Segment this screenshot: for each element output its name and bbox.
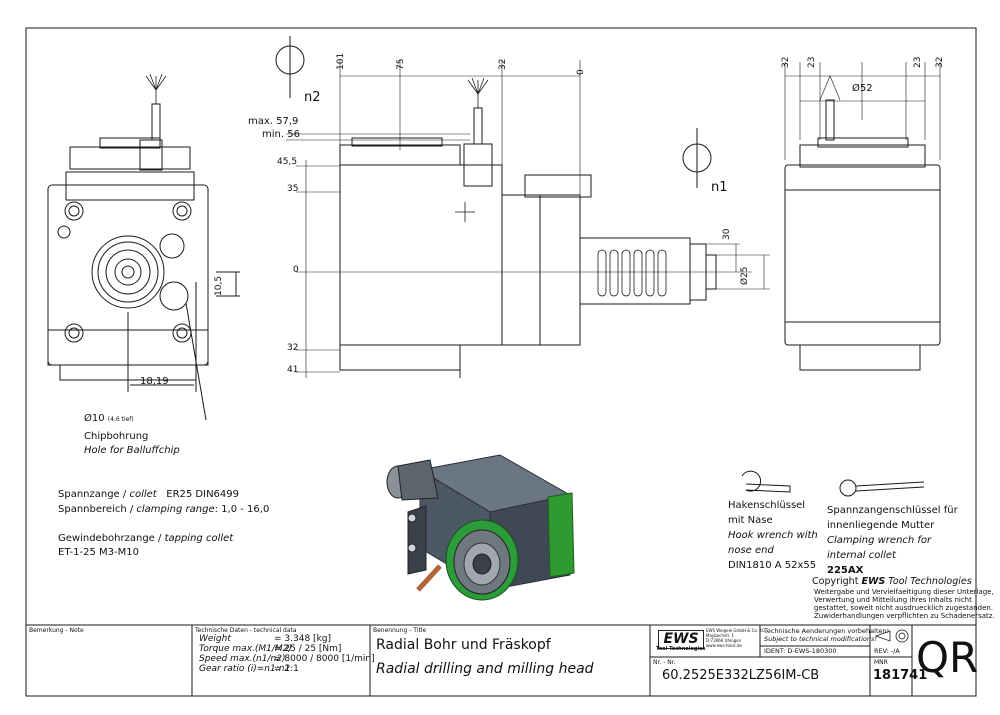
wrench2-en2: internal collet bbox=[827, 550, 896, 561]
torque-value: = 25 / 25 [Nm] bbox=[274, 644, 342, 654]
mnr-label: MNR bbox=[874, 659, 888, 666]
nr-label: Nr. - Nr. bbox=[653, 659, 676, 666]
ratio-value: = 1:1 bbox=[274, 664, 299, 674]
copyright-l4: Zuwiderhandlungen verpflichten zu Schade… bbox=[814, 612, 995, 620]
wrench1-de2: mit Nase bbox=[728, 515, 773, 526]
tech-data-label: Technische Daten - technical data bbox=[195, 627, 297, 634]
torque-label: Torque max.(M1/M2) bbox=[199, 644, 292, 654]
chip-hole-en: Hole for Balluffchip bbox=[84, 445, 180, 456]
side-view bbox=[339, 107, 717, 378]
mnr-value: 181741 bbox=[873, 668, 928, 683]
rdim-d52: Ø52 bbox=[852, 83, 873, 94]
sheet-border bbox=[25, 27, 977, 697]
rev: REV: -/A bbox=[874, 647, 900, 655]
weight-value: = 3.348 [kg] bbox=[274, 634, 331, 644]
product-render-3d bbox=[386, 454, 575, 601]
wrench2-de1: Spannzangenschlüssel für bbox=[827, 505, 958, 516]
spec-tapping: Gewindebohrzange / tapping collet bbox=[58, 533, 234, 544]
company-line-1: EWS Weigele GmbH & Co. KG bbox=[706, 628, 766, 633]
wrench1-code: DIN1810 A 52x55 bbox=[728, 560, 817, 571]
wrench1-en2: nose end bbox=[728, 545, 774, 556]
ews-logo-sub: Tool Technologies bbox=[656, 646, 706, 652]
title-en: Radial drilling and milling head bbox=[376, 661, 594, 677]
wrench2-code: 225AX bbox=[827, 565, 864, 576]
dim-32-top: 32 bbox=[498, 58, 508, 70]
dim-d25: Ø25 bbox=[740, 266, 750, 285]
qr-label: QR bbox=[916, 633, 979, 682]
left-view bbox=[47, 103, 240, 421]
dim-10-5: 10,5 bbox=[214, 275, 224, 296]
dim-101: 101 bbox=[336, 52, 346, 70]
dim-0-left: 0 bbox=[293, 265, 299, 275]
change-de: Technische Aenderungen vorbehalten! bbox=[764, 627, 890, 635]
rdim-23-a: 23 bbox=[807, 56, 817, 68]
speed-value: = 8000 / 8000 [1/min] bbox=[274, 654, 375, 664]
dim-41: 41 bbox=[287, 365, 299, 375]
dim-18-19: 18,19 bbox=[140, 376, 169, 387]
spec-range: Spannbereich / clamping range: 1,0 - 16,… bbox=[58, 504, 270, 515]
max-label: max. 57,9 bbox=[248, 116, 299, 127]
rdim-32-b: 32 bbox=[935, 56, 945, 68]
spec-tapping-value: ET-1-25 M3-M10 bbox=[58, 547, 139, 558]
copyright-l2: Verwertung und Mitteilung ihres Inhalts … bbox=[814, 596, 972, 604]
title-de: Radial Bohr und Fräskopf bbox=[376, 637, 551, 653]
dim-30: 30 bbox=[722, 228, 732, 240]
ratio-label: Gear ratio (i)=n1:n2 bbox=[199, 664, 291, 674]
copyright-l1: Weitergabe und Vervielfaeltigung dieser … bbox=[814, 588, 994, 596]
rdim-23-b: 23 bbox=[913, 56, 923, 68]
right-view bbox=[784, 99, 941, 371]
copyright-l3: gestattet, soweit nicht ausdruecklich zu… bbox=[814, 604, 994, 612]
spec-collet: Spannzange / collet ER25 DIN6499 bbox=[58, 489, 239, 500]
wrench2-de2: innenliegende Mutter bbox=[827, 520, 935, 531]
hole-diameter: Ø10 (4,6 tief) bbox=[84, 413, 134, 424]
dim-45-5: 45,5 bbox=[277, 157, 298, 167]
collet-wrench-icon bbox=[839, 479, 925, 497]
n1-label: n1 bbox=[711, 180, 728, 195]
dim-75: 75 bbox=[396, 58, 406, 70]
speed-label: Speed max.(n1/n2) bbox=[199, 654, 286, 664]
nr-value: 60.2525E332LZ56IM-CB bbox=[662, 668, 820, 683]
chip-hole-de: Chipbohrung bbox=[84, 431, 149, 442]
min-label: min. 56 bbox=[262, 129, 300, 140]
copyright-title: Copyright EWS Tool Technologies bbox=[812, 576, 972, 587]
weight-label: Weight bbox=[199, 634, 231, 644]
dim-32-left: 32 bbox=[287, 343, 299, 353]
company-line-3: D-73066 Uhingen bbox=[706, 638, 742, 643]
ews-logo: EWS bbox=[658, 630, 704, 649]
dim-35: 35 bbox=[287, 184, 299, 194]
hook-wrench-icon bbox=[741, 470, 791, 493]
dim-0-top: 0 bbox=[576, 69, 586, 75]
wrench1-de1: Hakenschlüssel bbox=[728, 500, 806, 511]
wrench1-en1: Hook wrench with bbox=[728, 530, 818, 541]
company-line-2: Maybachstr. 1 bbox=[706, 633, 735, 638]
remark-label: Bemerkung - Note bbox=[29, 627, 84, 634]
ident: IDENT: D-EWS-180300 bbox=[764, 647, 837, 655]
company-line-4: www.ews-tools.de bbox=[706, 643, 742, 648]
name-label: Benennung - Title bbox=[373, 627, 427, 634]
rdim-32-a: 32 bbox=[781, 56, 791, 68]
change-en: Subject to technical modifications! bbox=[764, 635, 877, 643]
wrench2-en1: Clamping wrench for bbox=[827, 535, 932, 546]
n2-label: n2 bbox=[304, 90, 321, 105]
